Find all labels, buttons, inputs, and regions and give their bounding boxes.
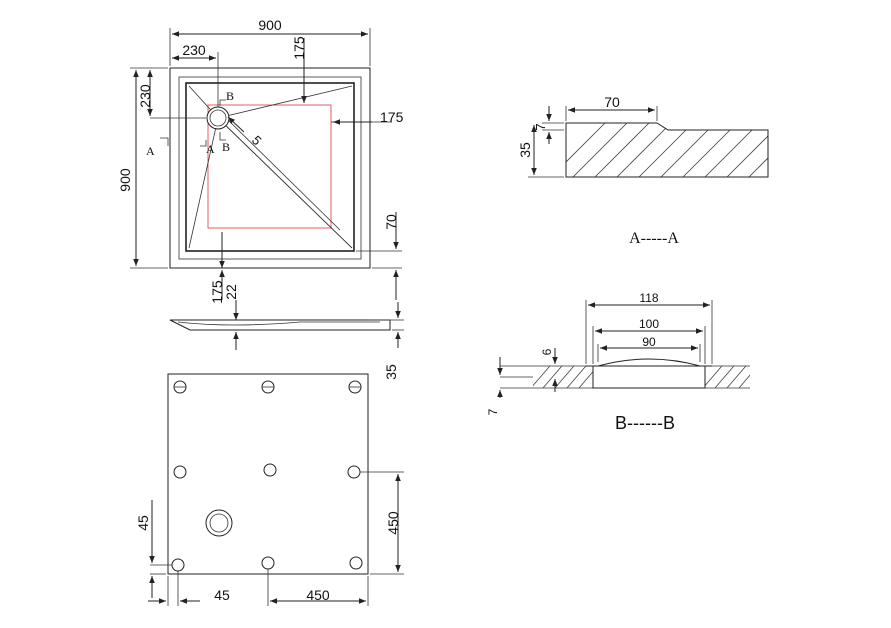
section-a-title: A-----A — [629, 230, 679, 247]
support-feet — [171, 380, 363, 572]
dim-6: 6 — [540, 348, 554, 355]
dim-230-top: 230 — [182, 42, 206, 58]
plan-view: 5 B B A A 900 230 175 230 900 175 — [117, 17, 404, 320]
dim-70: 70 — [383, 214, 399, 230]
foot — [347, 465, 361, 479]
label-a-left: A — [146, 144, 155, 158]
section-b: 118 100 90 6 7 B------B — [486, 291, 750, 433]
drain-outlet-inner — [209, 513, 229, 533]
section-marker — [160, 137, 169, 146]
hatch-right — [705, 366, 750, 388]
section-marker — [200, 140, 207, 147]
tray-rim — [178, 76, 362, 260]
hatch-left — [533, 366, 593, 388]
tray-outline — [169, 67, 371, 269]
section-a-profile — [565, 122, 769, 178]
dim-230-left: 230 — [137, 84, 153, 108]
dim-900-left: 900 — [117, 168, 133, 192]
tray-basin — [185, 82, 355, 252]
drain-outlet — [205, 509, 233, 537]
dim-175-bottom: 175 — [209, 280, 225, 304]
dim-70-a: 70 — [604, 94, 620, 110]
slope-line — [227, 119, 341, 231]
dim-45-vertical: 45 — [135, 515, 151, 531]
slope-line — [217, 85, 353, 119]
dim-175-top: 175 — [291, 36, 307, 60]
foot — [349, 556, 363, 570]
dim-45-horizontal: 45 — [214, 587, 230, 603]
tray-underside — [167, 373, 369, 575]
slope-line — [217, 117, 353, 249]
dim-450-horizontal: 450 — [306, 587, 330, 603]
section-marker — [219, 99, 226, 106]
section-a: 70 7 35 A-----A — [517, 94, 769, 247]
dim-35-side: 35 — [383, 364, 399, 380]
dim-175-right: 175 — [380, 109, 404, 125]
dim-118: 118 — [639, 291, 658, 305]
tray-profile-inner — [177, 321, 380, 326]
dim-5: 5 — [249, 133, 265, 149]
section-marker — [219, 132, 226, 141]
drain-inner — [209, 109, 227, 127]
side-view: 35 — [169, 302, 404, 380]
foot — [171, 558, 185, 572]
dim-900-top: 900 — [258, 17, 282, 33]
tray-profile — [169, 319, 391, 331]
label-b-bottom: B — [222, 140, 230, 154]
hatch-fill — [566, 123, 768, 177]
section-b-title: B------B — [615, 413, 675, 433]
drain-cover — [597, 358, 701, 367]
dim-450-vertical: 450 — [385, 511, 401, 535]
dim-35-a: 35 — [517, 142, 533, 158]
foot — [173, 465, 187, 479]
dim-22: 22 — [223, 284, 239, 300]
foot — [261, 556, 275, 570]
drain-body — [592, 366, 706, 389]
label-b-top: B — [226, 89, 234, 103]
guide-square — [207, 104, 332, 229]
dim-7-b: 7 — [486, 408, 500, 415]
dim-100: 100 — [639, 317, 659, 331]
leader-5 — [227, 116, 245, 133]
label-a-small: A — [206, 142, 215, 156]
bottom-view: 45 450 45 450 — [135, 373, 404, 606]
foot — [263, 463, 277, 477]
slope-line — [188, 117, 219, 249]
dim-7-a: 7 — [533, 123, 548, 130]
dim-90: 90 — [642, 335, 656, 349]
